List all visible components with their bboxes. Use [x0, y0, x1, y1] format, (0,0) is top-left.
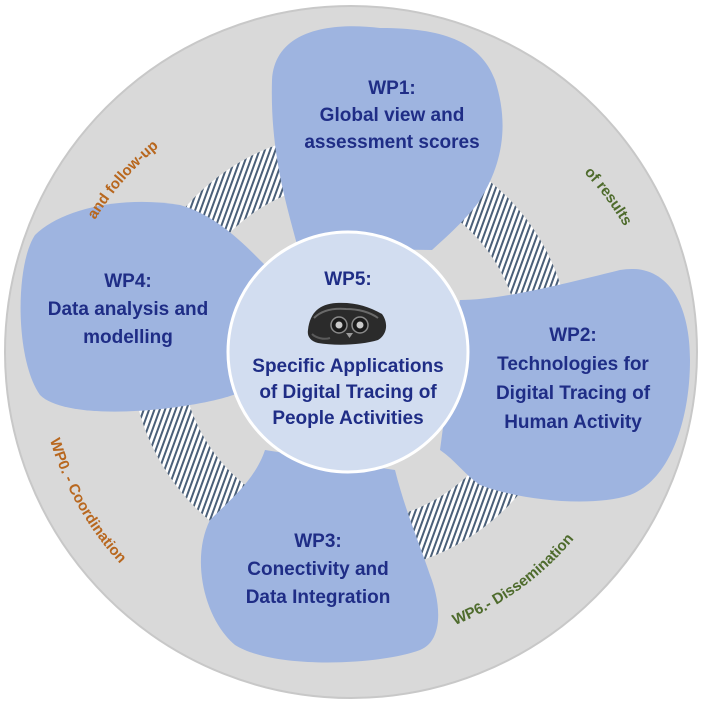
wp1-line-1: Global view and	[320, 105, 465, 126]
wp1-line-2: assessment scores	[304, 132, 479, 153]
wp1-petal[interactable]	[271, 26, 503, 251]
wp2-line-2: Digital Tracing of	[496, 383, 651, 404]
wp4-title: WP4:	[104, 271, 152, 292]
wp2-line-3: Human Activity	[504, 412, 642, 433]
wp1-title: WP1:	[368, 78, 416, 99]
wp2-title: WP2:	[549, 325, 597, 346]
wp5-line-2: of Digital Tracing of	[259, 382, 437, 403]
wp5-line-1: Specific Applications	[252, 356, 443, 377]
lemur-photo-icon	[307, 302, 387, 345]
wp4-line-1: Data analysis and	[48, 299, 209, 320]
wp3-line-1: Conectivity and	[247, 559, 388, 580]
wp2-line-1: Technologies for	[497, 354, 649, 375]
wp5-title: WP5:	[324, 269, 372, 290]
wp2-petal[interactable]	[440, 268, 690, 502]
wp4-petal[interactable]	[20, 201, 265, 412]
wp4-line-2: modelling	[83, 327, 173, 348]
wp3-title: WP3:	[294, 531, 342, 552]
wp5-line-3: People Activities	[272, 408, 423, 429]
wp3-line-2: Data Integration	[246, 587, 391, 608]
wp3-petal[interactable]	[200, 450, 439, 663]
wp5-center-circle[interactable]	[226, 230, 470, 474]
